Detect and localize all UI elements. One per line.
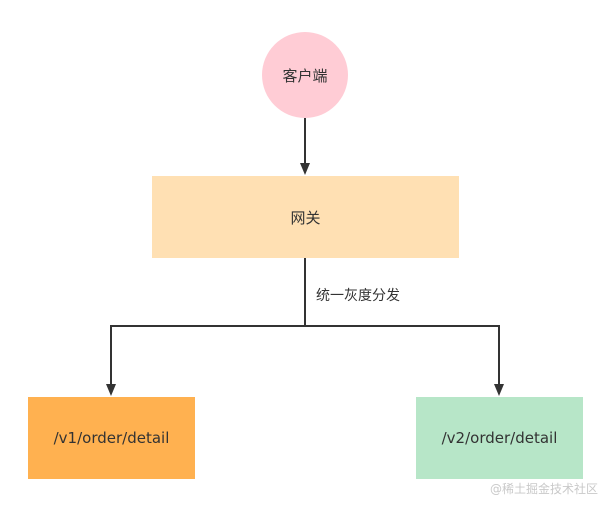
arrowhead-v2	[494, 384, 504, 396]
v2-route-label: /v2/order/detail	[441, 429, 558, 447]
v2-route-node: /v2/order/detail	[416, 397, 583, 479]
v1-route-label: /v1/order/detail	[53, 429, 170, 447]
arrowhead-v1	[106, 384, 116, 396]
watermark: @稀土掘金技术社区	[489, 482, 598, 496]
client-label: 客户端	[282, 66, 328, 85]
v1-route-node: /v1/order/detail	[28, 397, 195, 479]
client-node: 客户端	[262, 32, 348, 118]
gateway-node: 网关	[152, 176, 459, 258]
gateway-label: 网关	[290, 208, 321, 227]
gray-release-label: 统一灰度分发	[316, 288, 400, 304]
arrowhead-gateway	[300, 163, 310, 175]
